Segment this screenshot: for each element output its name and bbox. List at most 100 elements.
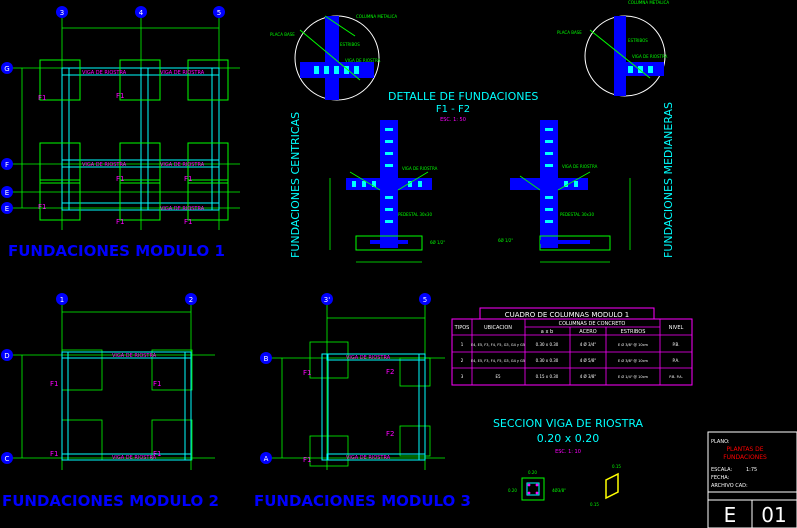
bubble-m1-f: F (1, 158, 13, 170)
svg-text:2: 2 (461, 358, 464, 363)
title-detalle-esc: ESC. 1: 50 (440, 117, 466, 123)
modulo2-plan: VIGA DE RIOSTRA VIGA DE RIOSTRA (10, 305, 215, 470)
svg-text:3': 3' (324, 296, 330, 304)
svg-text:3: 3 (461, 374, 464, 379)
detail-circle-left: COLUMNA METALICA PLACA BASE ESTRIBOS VIG… (270, 14, 397, 101)
footing-labels: F1 F1 F1 F1 F1 F1 F1 F1 F1 F1 F1 F1 F2 F… (38, 92, 394, 464)
svg-text:F1: F1 (184, 175, 192, 183)
svg-text:P.A.: P.A. (673, 358, 680, 363)
bubble-m1-4: 4 (135, 6, 147, 18)
svg-text:VIGA DE RIOSTRA: VIGA DE RIOSTRA (562, 164, 598, 169)
bubble-m3-5: 5 (419, 293, 431, 305)
svg-text:F1: F1 (303, 456, 311, 464)
svg-text:F1: F1 (116, 218, 124, 226)
svg-text:5: 5 (423, 296, 427, 304)
svg-text:F1: F1 (303, 369, 311, 377)
svg-text:COLUMNA METALICA: COLUMNA METALICA (628, 0, 669, 5)
svg-text:G: G (4, 65, 9, 73)
svg-text:4 Ø 5/8": 4 Ø 5/8" (580, 358, 597, 363)
modulo3-plan: VIGA DE RIOSTRA VIGA DE RIOSTRA (266, 305, 445, 470)
svg-text:ESTRIBOS: ESTRIBOS (340, 42, 360, 47)
tb-escala-label: ESCALA: (711, 467, 732, 473)
svg-text:F2: F2 (386, 368, 394, 376)
tb-sheet-number: 01 (761, 503, 786, 527)
bubble-m3-a: A (260, 452, 272, 464)
svg-text:0.30 x 0.30: 0.30 x 0.30 (536, 342, 559, 347)
svg-text:VIGA DE RIOSTRA: VIGA DE RIOSTRA (82, 70, 127, 76)
bubble-m2-c: C (1, 452, 13, 464)
svg-text:6Ø 1/2": 6Ø 1/2" (498, 238, 513, 243)
bubble-m2-1: 1 (56, 293, 68, 305)
svg-text:VIGA DE RIOSTRA: VIGA DE RIOSTRA (346, 455, 391, 461)
title-centricas: FUNDACIONES CENTRICAS (289, 112, 302, 258)
bubble-m2-d: D (1, 349, 13, 361)
bubble-m1-e2: E (1, 202, 13, 214)
svg-text:0.15 x 0.30: 0.15 x 0.30 (536, 374, 559, 379)
modulo1-plan: VIGA DE RIOSTRA VIGA DE RIOSTRA VIGA DE … (12, 18, 240, 230)
th-estribos: ESTRIBOS (621, 329, 646, 335)
svg-text:F1: F1 (184, 218, 192, 226)
svg-text:F1: F1 (50, 450, 58, 458)
svg-text:E4, E5, F3, F4, F5, G3, G4 y G: E4, E5, F3, F4, F5, G3, G4 y G5 (471, 359, 525, 363)
svg-text:VIGA DE RIOSTRA: VIGA DE RIOSTRA (160, 70, 205, 76)
svg-text:P.B. P.A.: P.B. P.A. (669, 375, 682, 379)
svg-text:F2: F2 (386, 430, 394, 438)
bubble-m3-b: B (260, 352, 272, 364)
title-block-frame (707, 431, 797, 528)
svg-text:2: 2 (189, 296, 193, 304)
bubble-m1-3: 3 (56, 6, 68, 18)
grid-bubbles: 3 4 5 G F E E 1 2 D C 3' 5 B A (1, 6, 431, 464)
bubble-m3-3p: 3' (321, 293, 333, 305)
svg-text:4: 4 (139, 9, 144, 17)
tb-plano-value-1: PLANTAS DE (726, 446, 763, 453)
title-seccion: SECCION VIGA DE RIOSTRA (493, 417, 644, 430)
svg-text:0.15: 0.15 (612, 464, 621, 469)
svg-text:E: E (5, 189, 9, 197)
footing-medianera-elevation: VIGA DE RIOSTRA PEDESTAL 30x30 6Ø 1/2" (498, 120, 631, 263)
tb-escala-value: 1:75 (746, 467, 757, 473)
svg-text:F: F (5, 161, 9, 169)
tb-archivo-label: ARCHIVO CAD: (711, 483, 748, 489)
svg-text:VIGA DE RIOSTRA: VIGA DE RIOSTRA (346, 355, 391, 361)
svg-text:B: B (264, 355, 269, 363)
svg-text:COLUMNA METALICA: COLUMNA METALICA (356, 14, 397, 19)
svg-text:VIGA DE RIOSTRA: VIGA DE RIOSTRA (160, 162, 205, 168)
svg-text:0.15: 0.15 (590, 502, 599, 507)
svg-text:P.B.: P.B. (672, 342, 679, 347)
footing-centric-elevation: VIGA DE RIOSTRA PEDESTAL 30x30 6Ø 1/2" (329, 120, 445, 263)
table-row: 2 E4, E5, F3, F4, F5, G3, G4 y G5 0.30 x… (461, 358, 680, 363)
svg-text:E Ø 3/8" @ 10cm: E Ø 3/8" @ 10cm (618, 358, 649, 363)
bubble-m1-5: 5 (213, 6, 225, 18)
column-table: CUADRO DE COLUMNAS MODULO 1 COLUMNAS DE … (454, 311, 684, 379)
svg-text:VIGA DE RIOSTRA: VIGA DE RIOSTRA (82, 162, 127, 168)
table-row: 1 E4, E5, F3, F4, F5, G3, G4 y G5 0.30 x… (461, 342, 680, 347)
svg-text:6Ø 1/2": 6Ø 1/2" (430, 240, 445, 245)
svg-text:0.20: 0.20 (508, 488, 517, 493)
svg-text:F1: F1 (116, 92, 124, 100)
svg-text:PLACA BASE: PLACA BASE (557, 30, 582, 35)
svg-text:VIGA DE RIOSTRA: VIGA DE RIOSTRA (345, 58, 381, 63)
table-title: CUADRO DE COLUMNAS MODULO 1 (505, 311, 630, 319)
th-acero: ACERO (579, 329, 596, 335)
svg-text:C: C (5, 455, 10, 463)
svg-text:0.30 x 0.30: 0.30 x 0.30 (536, 358, 559, 363)
svg-text:VIGA DE RIOSTRA: VIGA DE RIOSTRA (160, 206, 205, 212)
svg-text:VIGA DE RIOSTRA: VIGA DE RIOSTRA (402, 166, 438, 171)
th-tipos: TIPOS (454, 325, 470, 331)
th-axb: a x b (541, 329, 553, 335)
svg-text:VIGA DE RIOSTRA: VIGA DE RIOSTRA (632, 54, 668, 59)
th-ubicacion: UBICACION (484, 325, 512, 331)
svg-text:F1: F1 (50, 380, 58, 388)
table-group-header: COLUMNAS DE CONCRETO (559, 321, 626, 327)
title-detalle-sub: F1 - F2 (436, 104, 470, 115)
svg-text:4 Ø 3/4": 4 Ø 3/4" (580, 342, 597, 347)
svg-text:E: E (5, 205, 9, 213)
table-row: 3 E5 0.15 x 0.30 4 Ø 3/8" E Ø 1/4" @ 10c… (461, 374, 683, 379)
title-medianeras: FUNDACIONES MEDIANERAS (662, 102, 675, 258)
svg-text:E5: E5 (495, 374, 501, 379)
svg-text:1: 1 (60, 296, 64, 304)
svg-text:1: 1 (461, 342, 464, 347)
svg-text:E4, E5, F3, F4, F5, G3, G4 y G: E4, E5, F3, F4, F5, G3, G4 y G5 (471, 343, 525, 347)
